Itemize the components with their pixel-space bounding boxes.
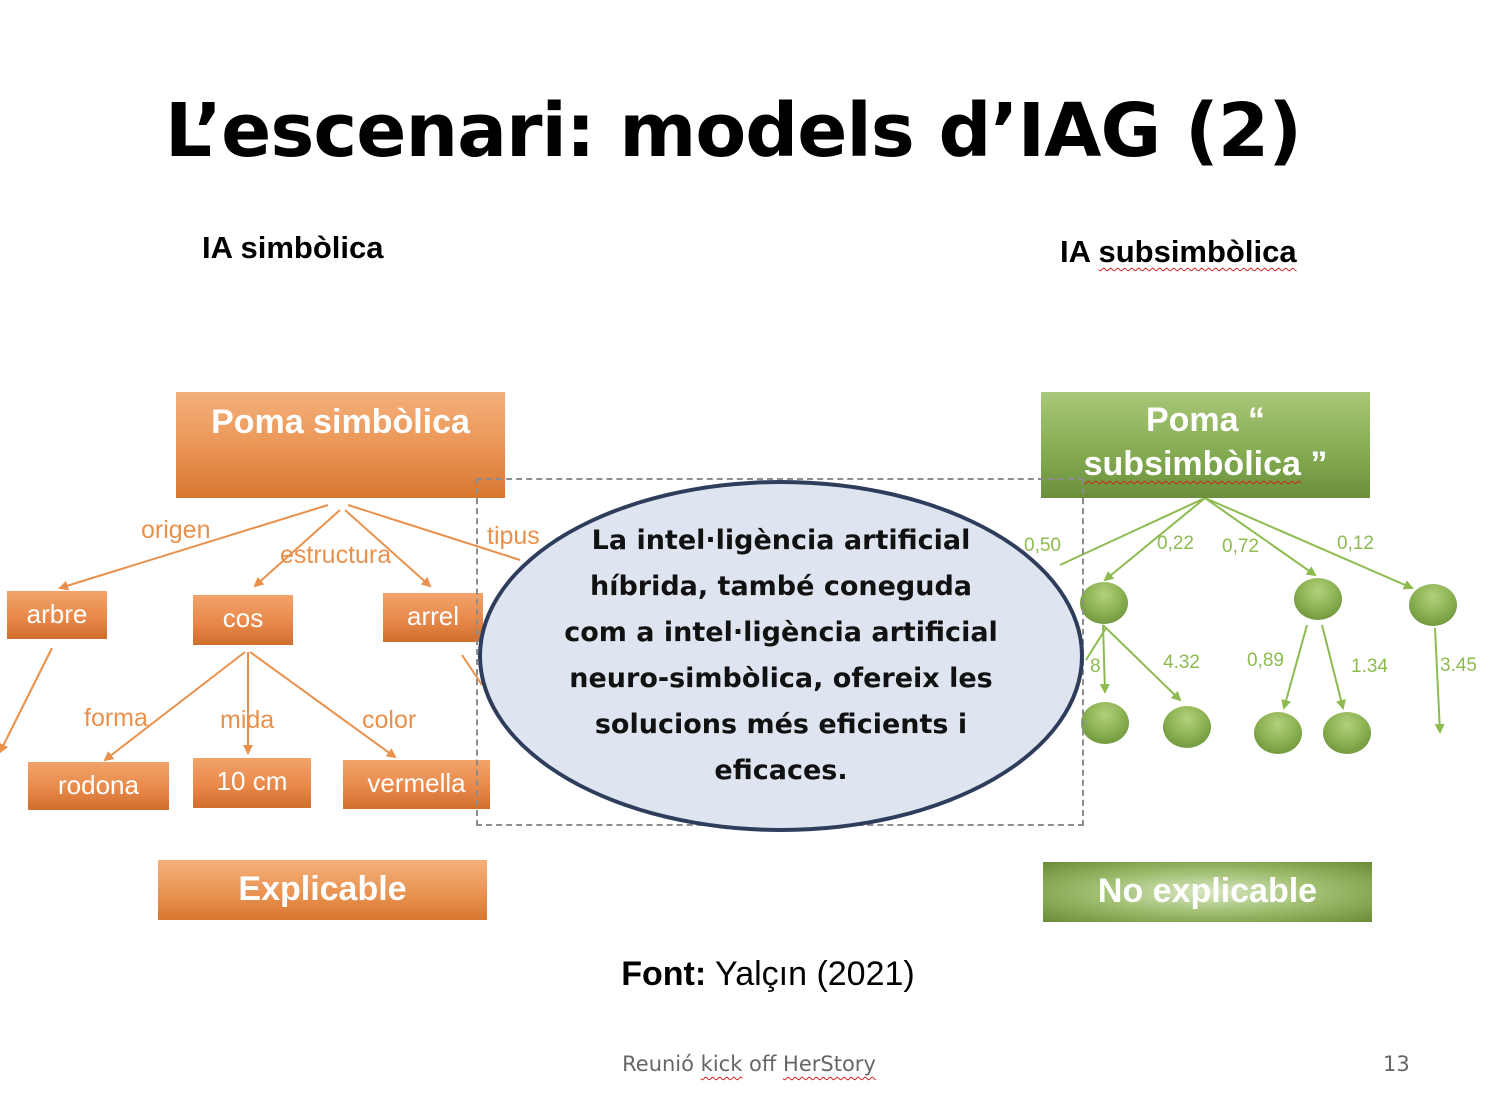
weight-label: 3.45 [1440,655,1477,676]
poma-subsimbolica-box: Poma “ subsimbòlica ” [1041,392,1370,498]
edge-a1 [1099,624,1110,694]
network-node [1081,702,1129,744]
weight-label: 0,50 [1024,535,1061,556]
edge-w1 [1059,497,1206,566]
weight-label: 0,72 [1222,536,1259,557]
edge-color [249,651,397,759]
network-node [1323,712,1371,754]
edge-tipus [347,504,521,561]
poma-subsimbolica-line2: subsimbòlica ” [1041,442,1370,486]
edge-label-forma: forma [84,704,148,732]
weight-label: 4.32 [1163,652,1200,673]
edge-label-color: color [362,706,417,734]
network-node [1294,578,1342,620]
network-node [1254,712,1302,754]
right-heading-prefix: IA [1060,234,1099,269]
explicable-box: Explicable [158,860,487,920]
edge-label-tipus: tipus [487,522,540,550]
edge-w3 [1204,497,1317,577]
edge-arrel-down [461,654,483,686]
edge-label-mida: mida [220,706,275,734]
node-vermella: vermella [343,760,490,809]
edge-estructura [253,509,341,588]
edge-b1 [1281,624,1308,710]
weight-label: 0,22 [1157,533,1194,554]
weight-label: 1.34 [1351,656,1388,677]
hybrid-ai-callout: La intel·ligència artificial híbrida, ta… [478,480,1084,832]
edge-origen [58,504,329,591]
edge-b2 [1321,624,1346,710]
edge-estructura-arrel [344,509,432,588]
footer-kick: kick [700,1052,743,1076]
network-node [1080,582,1128,624]
edge-w2 [1103,497,1206,582]
edge-arbre-offscreen [0,647,53,754]
poma-simbolica-box: Poma simbòlica [176,392,505,498]
edge-a3 [1085,627,1107,661]
weight-label: 0,12 [1337,533,1374,554]
edge-c1 [1434,627,1445,734]
slide-title: L’escenari: models d’IAG (2) [164,88,1302,174]
edge-a2 [1102,624,1182,702]
node-rodona: rodona [28,762,169,810]
source-citation: Font: Yalçın (2021) [0,955,1498,994]
node-10cm: 10 cm [193,758,311,808]
edge-w4 [1204,497,1414,590]
node-arrel: arrel [383,593,483,642]
right-section-heading: IA subsimbòlica [1060,234,1297,270]
source-value: Yalçın (2021) [706,955,915,993]
slide-footer: Reunió kick off HerStory [0,1052,1498,1076]
node-arbre: arbre [7,591,107,639]
footer-prefix: Reunió [622,1052,701,1076]
weight-label: 8 [1090,656,1101,677]
node-cos: cos [193,595,293,645]
network-node [1409,584,1457,626]
no-explicable-box: No explicable [1043,862,1372,922]
left-section-heading: IA simbòlica [202,230,384,265]
hybrid-ai-callout-text: La intel·ligència artificial híbrida, ta… [564,525,998,786]
poma-subsimbolica-word: subsimbòlica [1083,445,1301,483]
edge-forma [103,651,246,762]
footer-herstory: HerStory [783,1052,876,1076]
poma-subsimbolica-quote: ” [1300,445,1328,483]
source-label: Font: [621,955,707,993]
page-number: 13 [1383,1052,1410,1076]
poma-subsimbolica-line1: Poma “ [1145,401,1266,439]
weight-label: 0,89 [1247,650,1284,671]
edge-label-origen: origen [141,516,211,544]
edge-label-estructura: estructura [280,541,392,569]
footer-middle: off [742,1052,784,1076]
right-heading-word: subsimbòlica [1098,234,1297,269]
network-node [1163,706,1211,748]
